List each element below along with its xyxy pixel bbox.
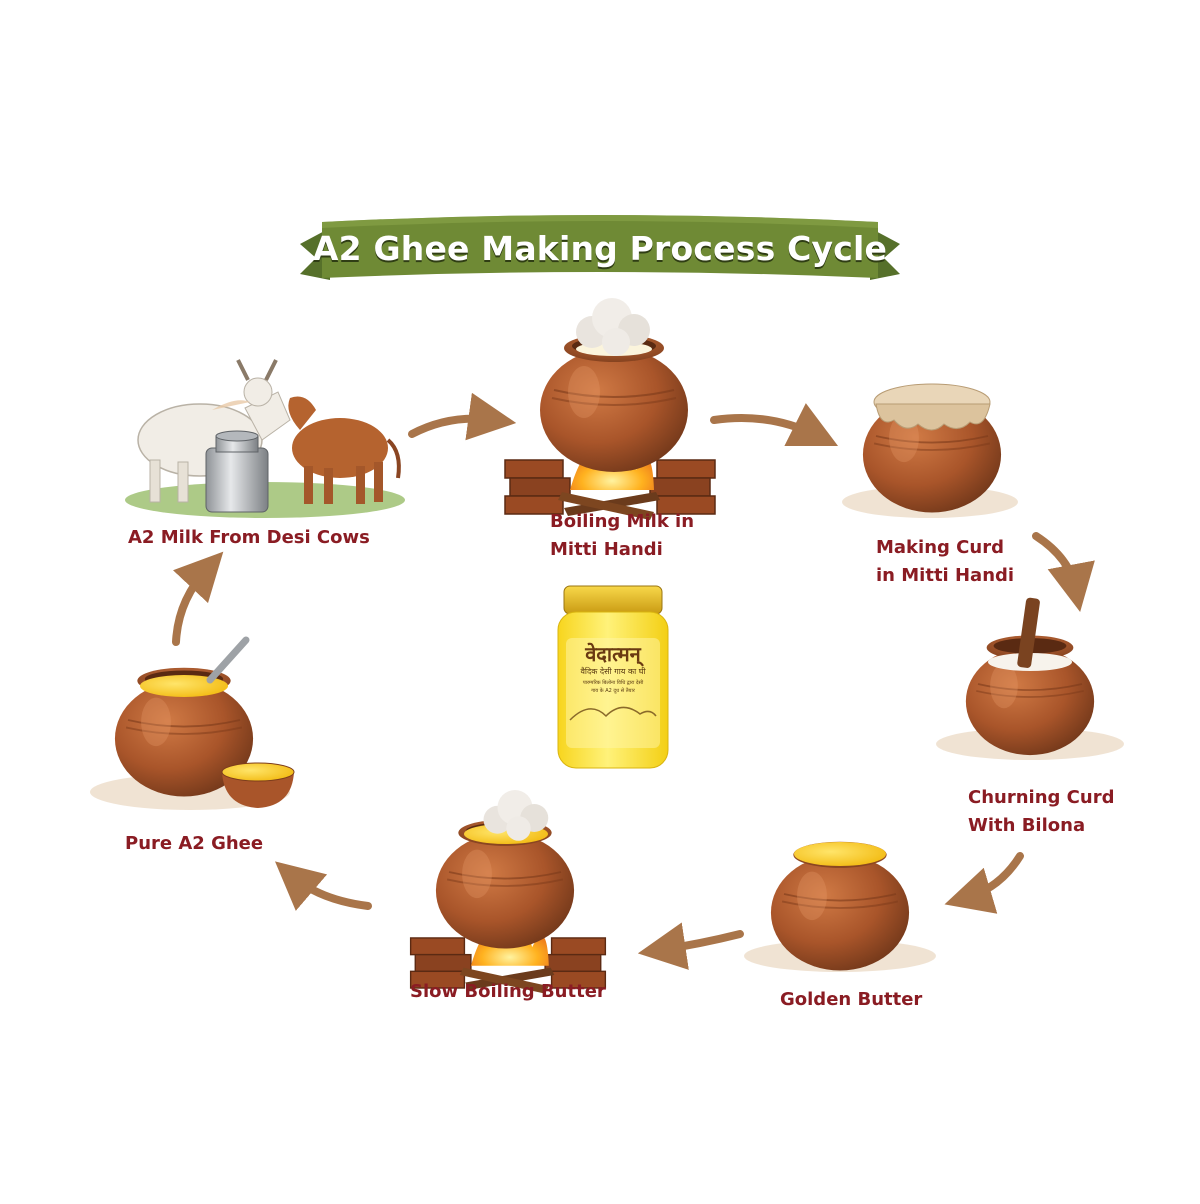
arrow-milk-to-boil	[408, 392, 517, 441]
page-title: A2 Ghee Making Process Cycle	[312, 228, 888, 268]
calf-icon	[288, 396, 401, 504]
golden-butter-illustration	[744, 840, 936, 972]
jar-brand: वेदात्मन्	[585, 642, 641, 666]
step-label-curd: Making Curd in Mitti Handi	[876, 537, 1015, 586]
arrow-butter-to-slow	[637, 922, 744, 970]
jar-tagline: वैदिक देसी गाय का घी	[580, 667, 646, 676]
arrow-churn-to-butter	[944, 852, 1024, 914]
cloth-cover-icon	[873, 383, 991, 431]
spoon-icon	[206, 636, 250, 684]
ghee-bowl-icon	[221, 762, 295, 808]
arrow-curd-to-churn	[1032, 532, 1095, 613]
ghee-jar-icon	[557, 585, 669, 769]
milk-can-icon	[205, 430, 269, 513]
step-label-boil: Boiling Milk in Mitti Handi	[550, 511, 695, 560]
step-label-churn: Churning Curd With Bilona	[968, 787, 1115, 836]
step-label-slow: Slow Boiling Butter	[410, 981, 606, 1002]
jar-subtext-2: गाय के A2 दूध से तैयार	[591, 688, 635, 694]
title-banner	[300, 215, 900, 280]
cow-icon	[137, 359, 291, 503]
cycle-arrows	[172, 392, 1095, 970]
arrow-slow-to-ghee	[274, 861, 372, 911]
boiling-milk-illustration	[504, 298, 716, 521]
step-label-ghee: Pure A2 Ghee	[125, 833, 264, 854]
step-label-butter: Golden Butter	[780, 989, 923, 1010]
churning-illustration	[936, 597, 1124, 760]
jar-subtext-1: पारम्परिक बिलोना विधि द्वारा देसी	[582, 680, 644, 686]
step-label-milk: A2 Milk From Desi Cows	[128, 527, 370, 548]
pure-ghee-illustration	[90, 636, 295, 810]
slow-boiling-illustration	[409, 790, 607, 995]
arrow-boil-to-curd	[710, 403, 839, 447]
curd-pot-illustration	[842, 382, 1018, 518]
arrow-ghee-to-milk	[172, 551, 224, 646]
cow-milk-illustration	[125, 359, 405, 518]
churning-stick-icon	[1017, 597, 1040, 668]
